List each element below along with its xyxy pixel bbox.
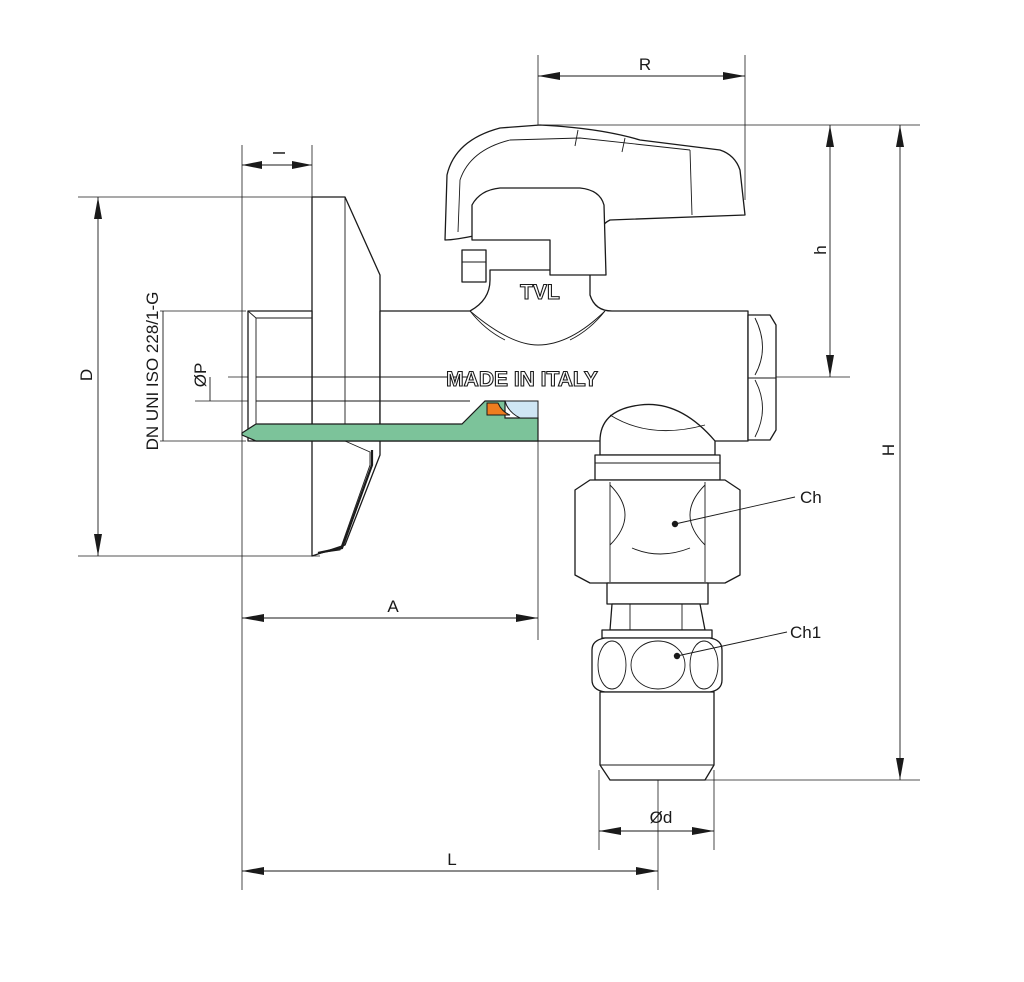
dimension-d: Ød (599, 808, 714, 835)
dimension-h: h (811, 125, 834, 377)
callout-ch: Ch (671, 488, 822, 528)
dim-H-label: H (879, 444, 898, 456)
dim-P-label: ØP (191, 363, 210, 388)
dimension-D: D (77, 197, 102, 556)
dim-thread-label: DN UNI ISO 228/1-G (143, 292, 162, 451)
callout-ch1-label: Ch1 (790, 623, 821, 642)
flow-section (241, 400, 539, 442)
made-in-mark: MADE IN ITALY (446, 368, 598, 391)
dim-h-label: h (811, 245, 830, 254)
flow-section-fill (241, 400, 539, 442)
dim-d-label: Ød (650, 808, 673, 827)
ball-section (504, 400, 539, 419)
brand-mark: TVL (520, 281, 560, 304)
wall-flange (311, 196, 381, 557)
seal-section (486, 402, 511, 416)
inlet-nipple (247, 310, 313, 442)
callout-ch-label: Ch (800, 488, 822, 507)
dim-D-label: D (77, 369, 96, 381)
dim-R-label: R (639, 55, 651, 74)
callout-ch1: Ch1 (673, 623, 821, 660)
dimension-L: L (242, 850, 658, 875)
lever-handle (444, 124, 746, 283)
dim-A-label: A (387, 597, 399, 616)
dimension-H: H (879, 125, 904, 780)
end-cap (747, 314, 777, 441)
dimension-A: A (242, 597, 538, 622)
valve-body (256, 269, 749, 442)
outlet-assembly (574, 403, 741, 781)
dimension-l: l (242, 151, 312, 169)
dimension-thread: DN UNI ISO 228/1-G (143, 292, 164, 451)
dim-L-label: L (447, 850, 456, 869)
dimension-R: R (538, 55, 745, 80)
dim-l-label: l (270, 151, 289, 155)
dimension-P: ØP (191, 363, 211, 401)
